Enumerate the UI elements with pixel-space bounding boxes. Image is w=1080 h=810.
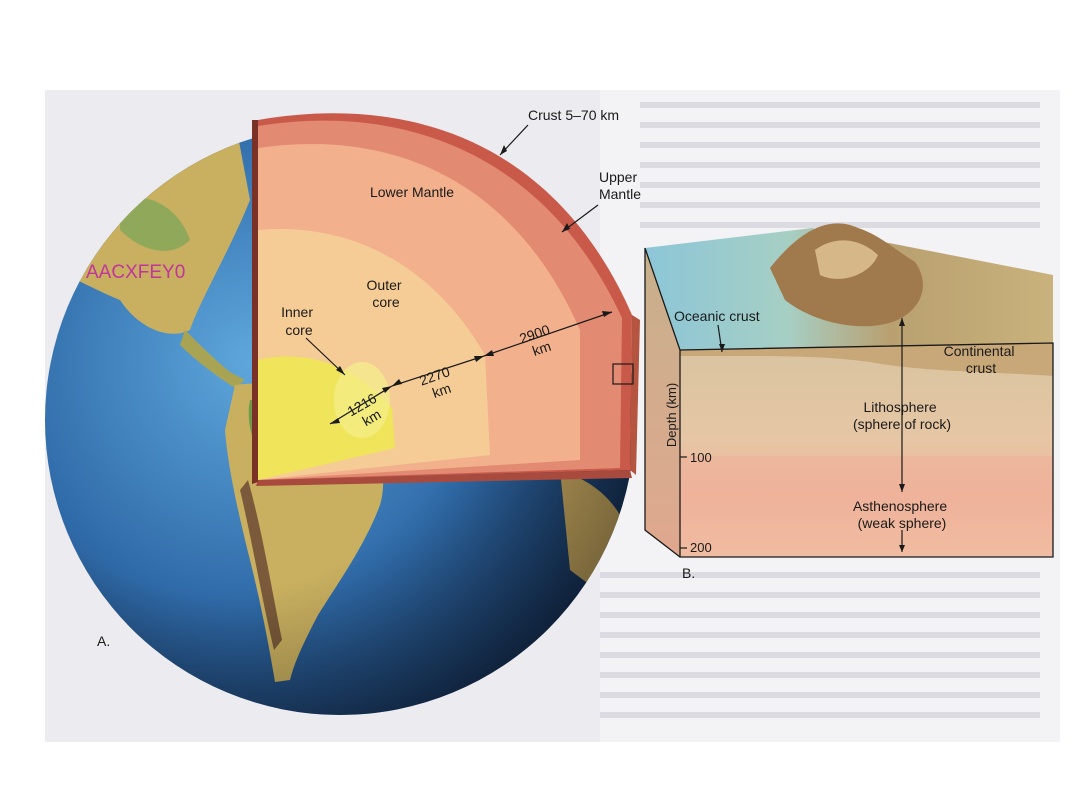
panel-b-arrowheads — [719, 318, 905, 552]
cut-left-edge — [252, 120, 258, 484]
cut-bottom-edge — [256, 470, 632, 486]
asthenosphere-band — [680, 456, 1053, 557]
watermark-text: AACXFEY0 — [86, 262, 185, 283]
distance-2270-unit: km — [430, 380, 453, 401]
distance-1216-arrow — [329, 385, 393, 425]
depth-axis-title: Depth (km) — [664, 383, 679, 447]
lithosphere-label-line1: Lithosphere — [863, 399, 936, 415]
crust-label: Crust 5–70 km — [528, 107, 619, 123]
panel-a-letter: A. — [97, 633, 110, 649]
inner-core-label-line1: Inner — [281, 304, 313, 320]
oceanic-crust-label: Oceanic crust — [674, 308, 760, 324]
asthenosphere-label: Asthenosphere (weak sphere) — [853, 498, 951, 531]
asthenosphere-label-line1: Asthenosphere — [853, 498, 947, 514]
continental-crust-label-line1: Continental — [944, 343, 1015, 359]
outer-core-label-line2: core — [372, 294, 399, 310]
depth-tick-label-100: 100 — [690, 450, 712, 465]
mountain-highlight — [815, 240, 878, 279]
depth-axis-label: Depth (km) — [664, 383, 679, 447]
outer-core-label: Outer core — [367, 277, 406, 310]
cut-right-edge — [630, 315, 640, 475]
distance-2900-unit: km — [530, 338, 553, 359]
inner-core-label-line2: core — [285, 322, 312, 338]
upper-mantle-label-line2: Mantle — [599, 186, 641, 202]
outer-core-label-line1: Outer — [367, 277, 402, 293]
distance-2270-arrow — [391, 355, 485, 387]
asthenosphere-label-line2: (weak sphere) — [858, 515, 947, 531]
inner-core-glow — [334, 362, 390, 438]
callout-box — [612, 363, 634, 385]
depth-tick-label-200: 200 — [690, 540, 712, 555]
arrow-heads — [330, 145, 612, 424]
lithosphere-label-line2: (sphere of rock) — [853, 416, 951, 432]
upper-mantle-label-line1: Upper — [599, 169, 637, 185]
crust-band — [680, 343, 1053, 376]
continental-crust-label: Continental crust — [944, 343, 1019, 376]
upper-mantle-label: Upper Mantle — [599, 169, 641, 202]
block-outline — [644, 247, 1054, 558]
distance-2900-arrow — [483, 311, 613, 357]
cutaway-wedge — [252, 113, 640, 486]
continental-crust-label-line2: crust — [966, 360, 996, 376]
lithosphere-block — [644, 223, 1054, 558]
lithosphere-label: Lithosphere (sphere of rock) — [853, 399, 951, 432]
panel-b-letter: B. — [682, 565, 695, 581]
lower-mantle-label: Lower Mantle — [370, 184, 454, 200]
inner-core-label: Inner core — [281, 304, 317, 338]
